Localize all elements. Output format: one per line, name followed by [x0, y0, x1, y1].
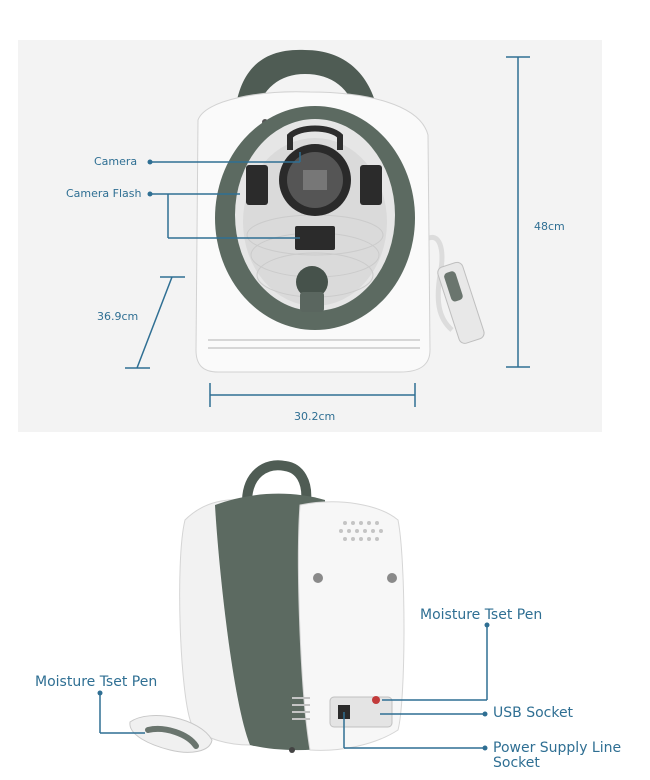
camera-flash-label: Camera Flash — [66, 187, 142, 200]
moisture-pen-label-left: Moisture Tset Pen — [35, 674, 158, 690]
width-dimension-label: 30.2cm — [294, 410, 336, 423]
device-back — [129, 460, 405, 753]
usb-socket-label: USB Socket — [493, 705, 574, 721]
device-front — [195, 49, 485, 373]
depth-dimension-label: 36.9cm — [97, 310, 139, 323]
power-socket-label: Socket — [493, 755, 540, 771]
camera-label: Camera — [94, 155, 138, 168]
height-dimension-label: 48cm — [534, 220, 565, 233]
power-supply-line-label: Power Supply Line — [493, 740, 622, 756]
moisture-pen-label-right: Moisture Tset Pen — [420, 607, 543, 623]
